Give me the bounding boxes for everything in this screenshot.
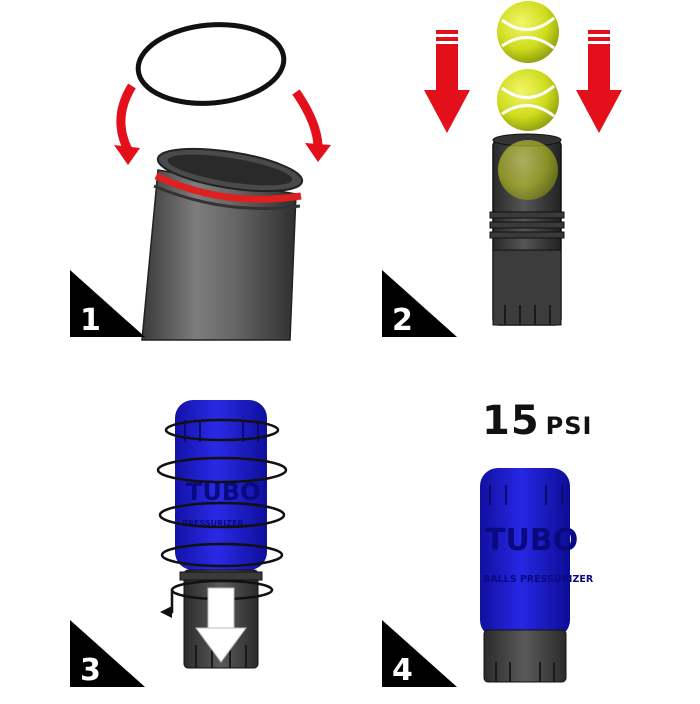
step-4-badge: 4 bbox=[382, 620, 457, 688]
pressure-unit: PSI bbox=[545, 412, 593, 440]
step-2-panel: 2 bbox=[350, 0, 700, 350]
step-1-number: 1 bbox=[80, 303, 101, 338]
down-arrow-left-icon bbox=[424, 30, 470, 133]
push-down-arrow-icon bbox=[195, 587, 247, 663]
tube-with-seal-icon bbox=[141, 147, 304, 341]
step-3-badge: 3 bbox=[70, 620, 145, 688]
step-4-number: 4 bbox=[392, 653, 413, 688]
brand-tagline: BALLS PRESSURIZER bbox=[483, 574, 594, 585]
rotate-arrow-icon bbox=[160, 606, 172, 618]
tennis-ball-icon bbox=[498, 140, 558, 200]
o-ring-icon bbox=[135, 22, 287, 106]
step-3-number: 3 bbox=[80, 653, 101, 688]
step-2-number: 2 bbox=[392, 303, 413, 338]
twist-spiral-icon bbox=[156, 418, 288, 614]
pressure-value: 15 bbox=[482, 398, 540, 444]
step-4-panel: TUBO BALLS PRESSURIZER 4 bbox=[350, 350, 700, 700]
down-arrow-right-icon bbox=[576, 30, 622, 133]
tennis-ball-icon bbox=[497, 69, 559, 131]
step-2-badge: 2 bbox=[382, 270, 457, 338]
curved-arrow-left-icon bbox=[114, 83, 140, 165]
svg-text:PRESSURIZER: PRESSURIZER bbox=[182, 519, 244, 528]
brand-logo: TUBO bbox=[485, 523, 578, 558]
curved-arrow-right-icon bbox=[292, 89, 331, 162]
sealed-pressurizer-icon bbox=[480, 468, 570, 683]
step-1-badge: 1 bbox=[70, 270, 145, 338]
tennis-ball-icon bbox=[497, 1, 559, 63]
step-3-panel: TUBO PRESSURIZER bbox=[0, 350, 350, 700]
step-1-panel: 1 bbox=[0, 0, 350, 350]
